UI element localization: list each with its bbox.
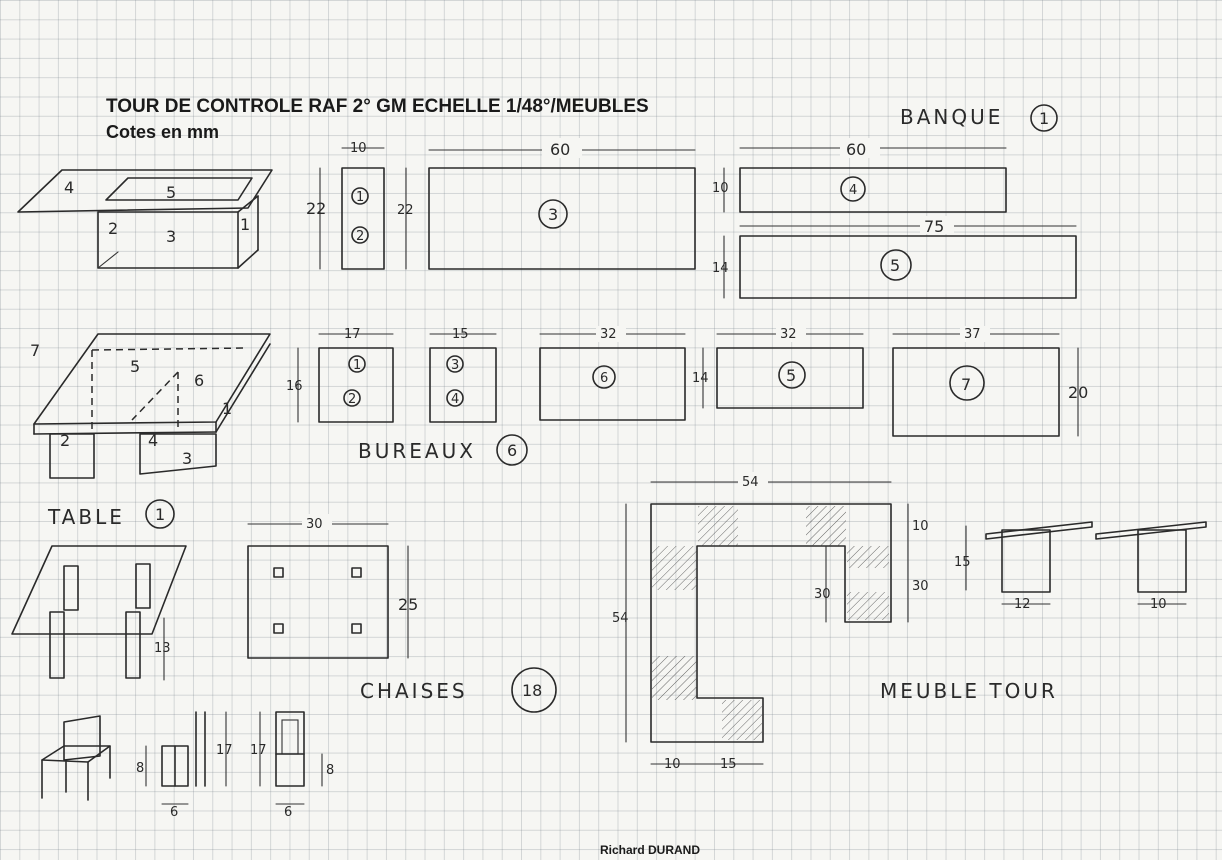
- meuble-tour-side-views: 15 12 10: [954, 521, 1207, 612]
- dimension-label: 8: [326, 763, 334, 778]
- part-number: 6: [600, 371, 608, 386]
- dimension-label: 60: [550, 140, 570, 159]
- part-label: 3: [182, 449, 192, 468]
- dimension-label: 20: [1068, 383, 1088, 402]
- part-label: 4: [64, 178, 74, 197]
- bureaux-label: BUREAUX: [358, 439, 476, 463]
- dimension-label: 30: [814, 587, 831, 602]
- dimension-label: 14: [712, 261, 729, 276]
- dimension-label: 16: [286, 379, 303, 394]
- part-number: 3: [548, 205, 558, 224]
- chaises-title: CHAISES 18: [360, 667, 557, 713]
- part-label: 3: [166, 227, 176, 246]
- meuble-tour-label: MEUBLE TOUR: [880, 679, 1058, 703]
- bureau-iso-sketch: 7 5 6 2 4 3 1: [30, 333, 271, 479]
- bureau-panels: 32 6 32 14 5 37 20 7: [539, 326, 1088, 437]
- part-number: 5: [890, 256, 900, 275]
- part-label: 4: [148, 431, 158, 450]
- dimension-label: 13: [154, 641, 171, 656]
- meuble-tour-plan: 54 54 10 30 30 10 15: [612, 472, 929, 772]
- dimension-label: 37: [964, 327, 981, 342]
- part-label: 2: [60, 431, 70, 450]
- dimension-label: 14: [692, 371, 709, 386]
- dimension-label: 60: [846, 140, 866, 159]
- dimension-label: 25: [398, 595, 418, 614]
- part-number: 2: [348, 392, 356, 407]
- dimension-label: 32: [780, 327, 797, 342]
- part-label: 6: [194, 371, 204, 390]
- dimension-label: 10: [912, 519, 929, 534]
- part-label: 1: [222, 399, 232, 418]
- dimension-label: 12: [1014, 597, 1031, 612]
- dimension-label: 10: [350, 141, 367, 156]
- part-label: 5: [166, 183, 176, 202]
- dimension-label: 17: [216, 743, 233, 758]
- dimension-label: 15: [954, 555, 971, 570]
- table-count: 1: [155, 505, 165, 524]
- table-top-plan: 30 25: [247, 514, 418, 659]
- dimension-label: 22: [306, 199, 326, 218]
- chaises-count: 18: [522, 681, 542, 700]
- dimension-label: 17: [250, 743, 267, 758]
- part-number: 4: [451, 392, 459, 407]
- table-label: TABLE: [47, 505, 125, 529]
- part-number: 2: [356, 229, 364, 244]
- part-number: 3: [451, 358, 459, 373]
- banque-title: BANQUE 1: [900, 104, 1058, 132]
- dimension-label: 32: [600, 327, 617, 342]
- part-label: 1: [240, 215, 250, 234]
- dimension-label: 30: [912, 579, 929, 594]
- part-number: 7: [961, 375, 971, 394]
- author-name: Richard DURAND: [600, 843, 701, 857]
- bureaux-title: BUREAUX 6: [358, 434, 528, 466]
- dimension-label: 8: [136, 761, 144, 776]
- banque-top-panels: 60 10 4 75 14 5: [712, 138, 1077, 299]
- dimension-label: 22: [397, 203, 414, 218]
- banque-count: 1: [1039, 109, 1049, 128]
- dimension-label: 6: [170, 805, 178, 820]
- dimension-label: 54: [612, 611, 629, 626]
- part-number: 1: [353, 358, 361, 373]
- drawing-title: TOUR DE CONTROLE RAF 2° GM ECHELLE 1/48°…: [106, 96, 649, 117]
- dimension-label: 10: [664, 757, 681, 772]
- meuble-tour-title: MEUBLE TOUR: [880, 679, 1058, 703]
- part-label: 7: [30, 341, 40, 360]
- part-label: 5: [130, 357, 140, 376]
- chair-side-views: 8 6 17 17 8 6: [136, 711, 334, 820]
- banque-side-panels: 10 22 22 1 2: [306, 141, 414, 270]
- part-number: 5: [786, 366, 796, 385]
- dimension-label: 10: [712, 181, 729, 196]
- dimension-label: 15: [720, 757, 737, 772]
- banque-front-panel: 60 3: [428, 138, 696, 270]
- part-label: 2: [108, 219, 118, 238]
- part-number: 1: [356, 190, 364, 205]
- dimension-label: 15: [452, 327, 469, 342]
- drawing-subtitle: Cotes en mm: [106, 122, 220, 142]
- chaises-label: CHAISES: [360, 679, 468, 703]
- dimension-label: 75: [924, 217, 944, 236]
- banque-iso-sketch: 4 5 2 3 1: [17, 169, 273, 269]
- dimension-label: 30: [306, 517, 323, 532]
- bureau-side-panels: 17 16 1 2 15 3 4: [286, 327, 497, 423]
- dimension-label: 6: [284, 805, 292, 820]
- dimension-label: 10: [1150, 597, 1167, 612]
- part-number: 4: [849, 183, 857, 198]
- banque-label: BANQUE: [900, 105, 1003, 129]
- table-title: TABLE 1: [47, 499, 175, 529]
- dimension-label: 54: [742, 475, 759, 490]
- chair-iso-sketch: [41, 715, 111, 801]
- table-iso-sketch: 13: [11, 545, 187, 681]
- bureaux-count: 6: [507, 441, 517, 460]
- dimension-label: 17: [344, 327, 361, 342]
